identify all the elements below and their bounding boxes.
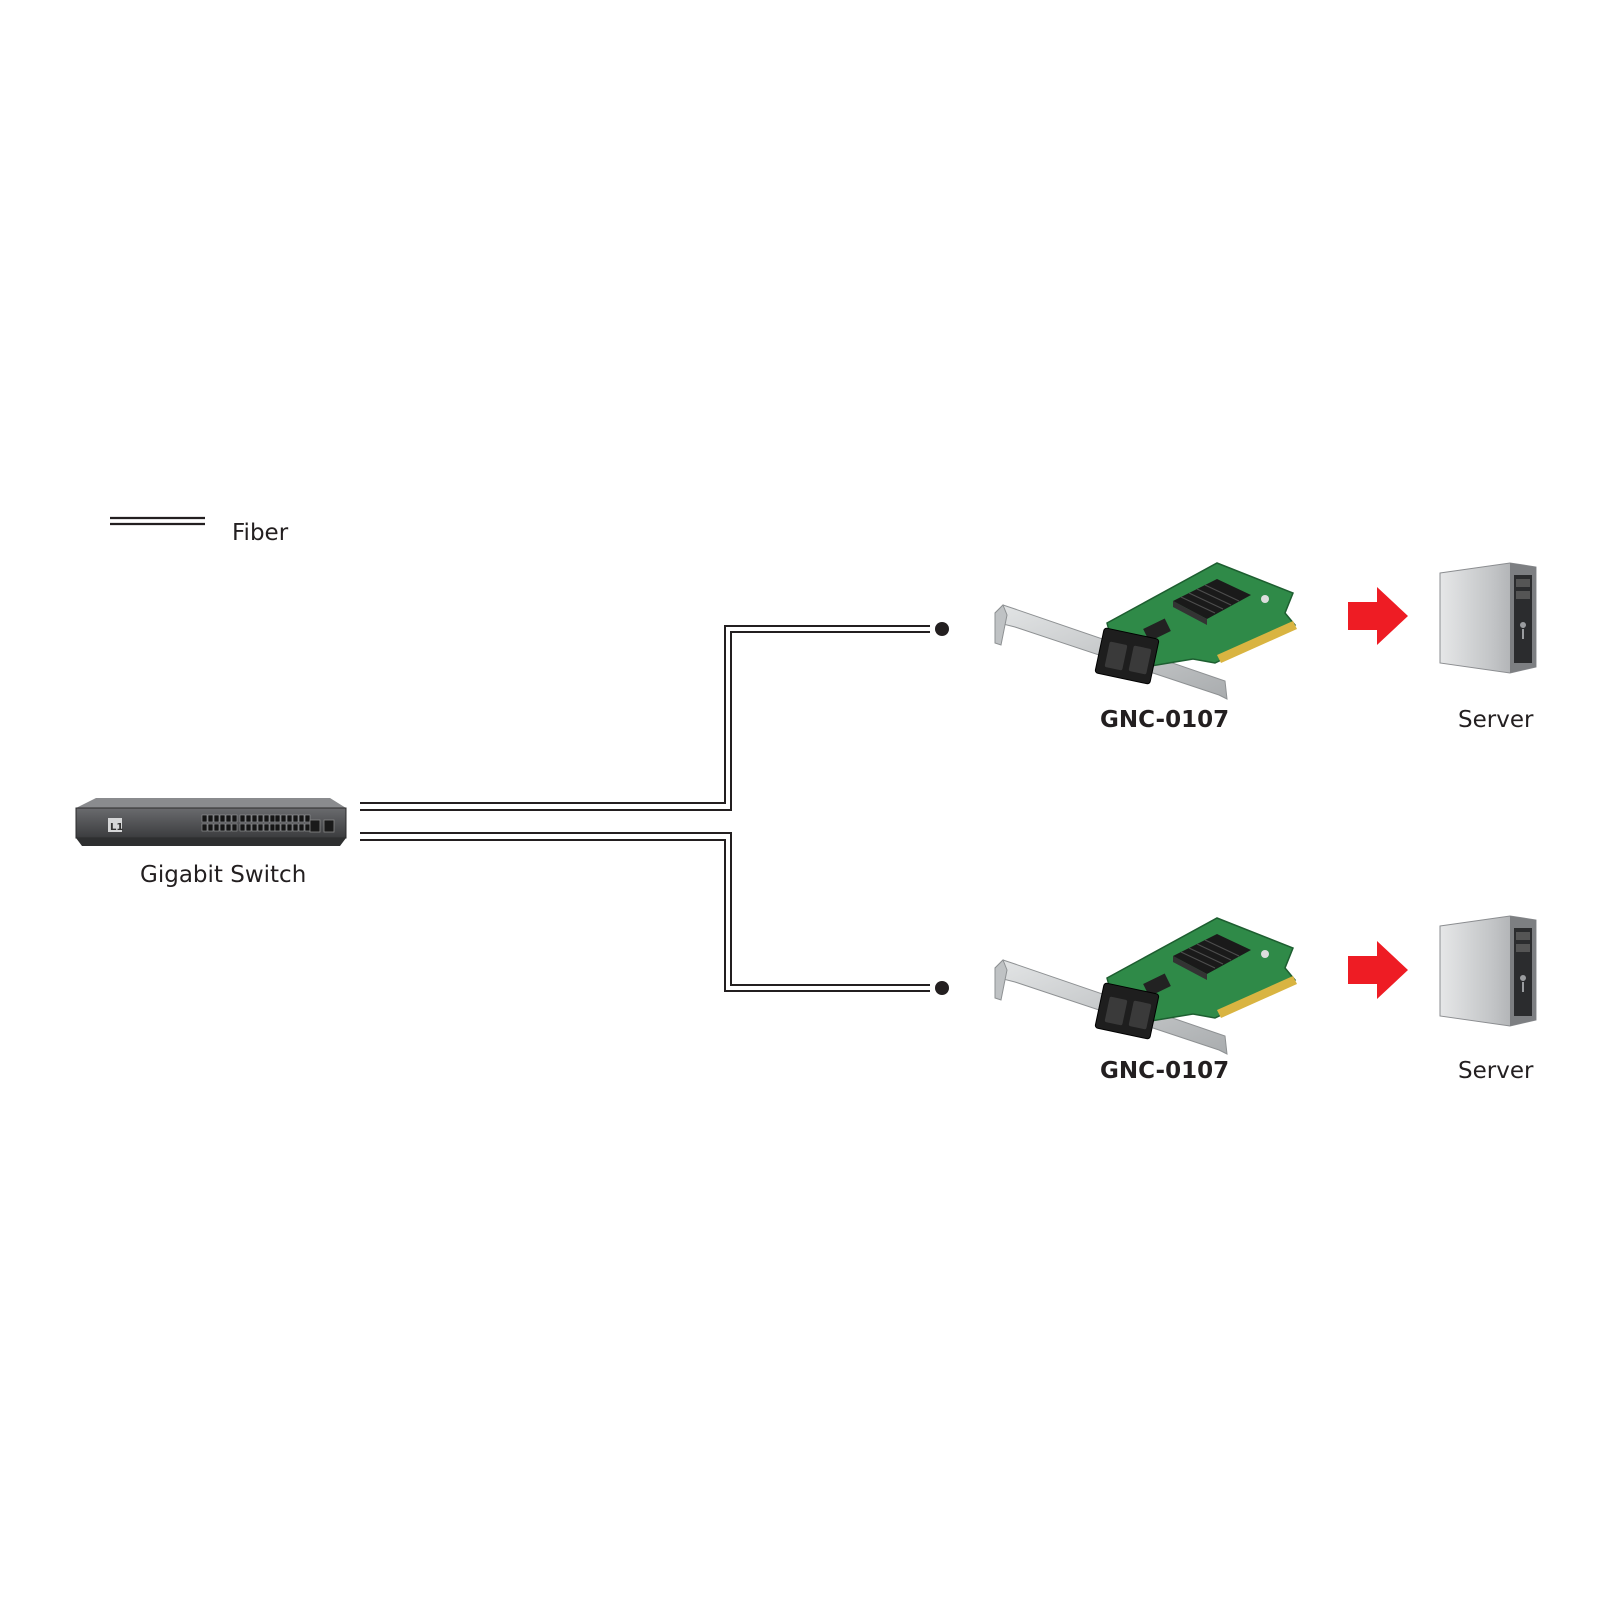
switch-port — [286, 823, 293, 832]
server-tower-icon — [1439, 915, 1537, 1027]
switch-port — [304, 823, 311, 832]
switch-port — [274, 823, 281, 832]
switch-port — [213, 814, 220, 823]
switch-port — [225, 814, 232, 823]
server-tower-icon — [1439, 562, 1537, 674]
switch-port — [231, 823, 238, 832]
legend-label: Fiber — [232, 520, 289, 546]
switch-port — [251, 814, 258, 823]
red-arrow-icon — [1348, 941, 1408, 999]
fiber-legend-icon — [110, 516, 205, 526]
fiber-link-top — [360, 625, 930, 811]
switch-port — [219, 814, 226, 823]
switch-port — [269, 823, 276, 832]
switch-port — [257, 814, 264, 823]
switch-port — [274, 814, 281, 823]
switch-port — [280, 814, 287, 823]
switch-port — [207, 814, 214, 823]
switch-port — [251, 823, 258, 832]
switch-port — [269, 814, 276, 823]
nic-label-bottom: GNC-0107 — [1100, 1058, 1230, 1084]
switch-port — [298, 823, 305, 832]
switch-port — [304, 814, 311, 823]
switch-ports — [201, 814, 311, 832]
red-arrow-icon — [1348, 587, 1408, 645]
server-label-top: Server — [1458, 707, 1534, 733]
switch-port — [286, 814, 293, 823]
server-label-bottom: Server — [1458, 1058, 1534, 1084]
switch-port — [292, 814, 299, 823]
switch-port — [207, 823, 214, 832]
switch-label: Gigabit Switch — [140, 862, 307, 888]
switch-port — [263, 814, 270, 823]
switch-port — [263, 823, 270, 832]
switch-port — [219, 823, 226, 832]
nic-label-top: GNC-0107 — [1100, 707, 1230, 733]
gigabit-switch-icon: L1 — [75, 798, 347, 846]
switch-port — [225, 823, 232, 832]
nic-card-icon — [994, 562, 1298, 700]
switch-port — [280, 823, 287, 832]
connector-dot-bottom — [935, 981, 949, 995]
switch-port — [213, 823, 220, 832]
switch-logo: L1 — [110, 822, 123, 833]
switch-port — [257, 823, 264, 832]
switch-port — [239, 814, 246, 823]
switch-port — [292, 823, 299, 832]
connector-dot-top — [935, 622, 949, 636]
switch-port — [201, 823, 208, 832]
switch-port — [245, 823, 252, 832]
switch-port — [231, 814, 238, 823]
switch-port — [239, 823, 246, 832]
fiber-link-bottom — [360, 832, 930, 992]
switch-port — [298, 814, 305, 823]
switch-port — [201, 814, 208, 823]
nic-card-icon — [994, 917, 1298, 1055]
switch-port — [245, 814, 252, 823]
